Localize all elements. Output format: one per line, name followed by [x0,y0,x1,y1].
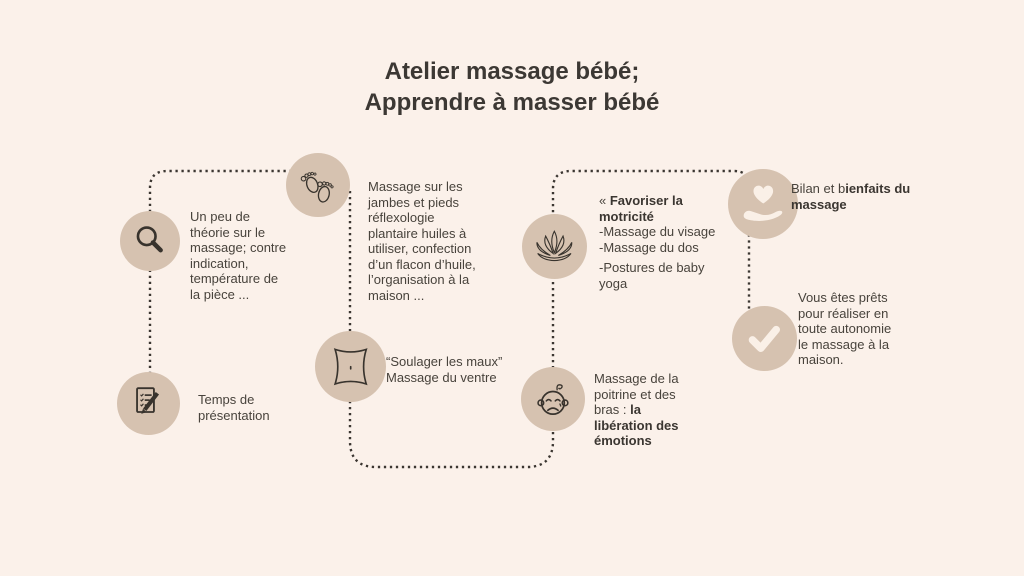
step-text-legs-feet: Massage sur les jambes et pieds réflexol… [368,179,476,303]
node-chest [521,367,585,431]
belly-icon [333,347,368,386]
lotus-icon [536,230,573,262]
crying-baby-icon [537,384,569,416]
step-text-motricity: « Favoriser la motricité-Massage du visa… [599,193,716,291]
step-text-presentation: Temps de présentation [198,392,270,423]
magnifier-icon [136,225,163,253]
step-text-theory: Un peu de théorie sur le massage; contre… [190,209,287,302]
step-text-chest: Massage de la poitrine et des bras : la … [594,371,679,448]
notes-pencil-icon [136,387,159,414]
dotted-path-main [348,169,751,469]
node-legs-feet [286,153,350,217]
hand-heart-icon [743,185,783,221]
step-text-bilan: Bilan et bienfaits du massage [791,181,911,212]
step-text-belly: “Soulager les maux” Massage du ventre [386,354,503,385]
node-ready [732,306,797,371]
node-bilan [728,169,798,239]
title-line-1: Atelier massage bébé; [384,58,640,85]
dotted-path-left [148,169,301,374]
step-text-ready: Vous êtes prêts pour réaliser en toute a… [798,290,892,367]
baby-feet-icon [300,171,334,203]
node-theory [120,211,180,271]
check-icon [748,326,781,353]
node-presentation [117,372,180,435]
node-motricity [522,214,587,279]
node-belly [315,331,386,402]
page-title: Atelier massage bébé; Apprendre à masser … [0,56,1024,118]
title-line-2: Apprendre à masser bébé [364,89,660,116]
